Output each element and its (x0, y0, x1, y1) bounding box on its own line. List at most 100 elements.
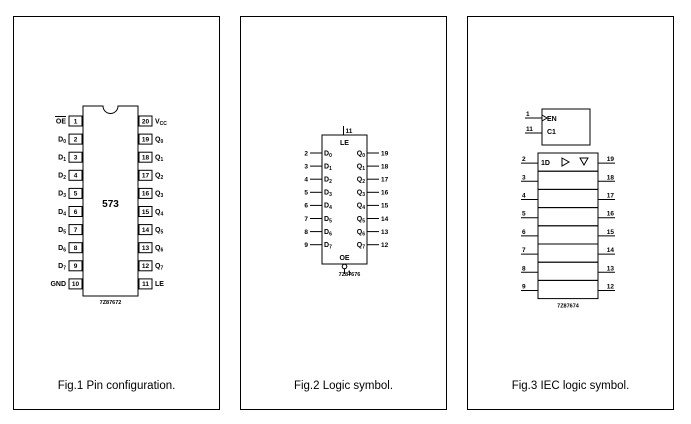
left-pin-number: 3 (74, 155, 78, 162)
drawing-code: 7Z87676 (339, 272, 361, 278)
left-pin-number: 5 (74, 191, 78, 198)
input-pin-number: 4 (522, 193, 526, 200)
output-pin-number: 19 (381, 150, 389, 157)
output-pin-number: 13 (381, 229, 389, 236)
output-name: Q6 (357, 229, 365, 238)
right-pin-box (138, 278, 153, 290)
right-pin-name: Q1 (155, 155, 163, 164)
left-pin-box (68, 133, 83, 145)
left-pin-name: D3 (58, 191, 66, 200)
output-pin-number: 13 (607, 265, 615, 272)
input-pin-number: 6 (304, 203, 308, 210)
fig2-caption: Fig.2 Logic symbol. (293, 380, 394, 392)
le-pin-number: 11 (346, 128, 353, 135)
right-pin-name: Q5 (155, 227, 163, 236)
right-pin-name: Q7 (155, 263, 163, 272)
input-name: D5 (324, 216, 332, 225)
en-label: EN (547, 116, 557, 123)
output-pin-number: 12 (381, 242, 389, 249)
right-pin-box (138, 242, 153, 254)
output-pin-number: 15 (381, 203, 389, 210)
left-pin-number: 2 (74, 136, 78, 143)
input-name: D7 (324, 242, 332, 251)
input-name: D3 (324, 190, 332, 199)
right-pin-name: Q2 (155, 173, 163, 182)
left-pin-number: 6 (74, 209, 78, 216)
three-state-output-icon (579, 157, 589, 167)
output-name: Q2 (357, 177, 365, 186)
output-name: Q1 (357, 163, 365, 172)
left-pin-name: D5 (58, 227, 66, 236)
chip-label: 573 (102, 199, 119, 210)
right-pin-number: 15 (142, 209, 150, 216)
latch-cell (537, 225, 599, 245)
dip-package-outline (82, 105, 139, 297)
output-pin-number: 14 (607, 247, 615, 254)
right-pin-number: 13 (142, 245, 150, 252)
input-pin-number: 7 (522, 247, 526, 254)
right-pin-number: 17 (142, 173, 150, 180)
output-name: Q0 (357, 150, 365, 159)
input-pin-number: 4 (304, 177, 308, 184)
right-pin-name: Q6 (155, 245, 163, 254)
input-pin-number: 2 (304, 150, 308, 157)
oe-inversion-bubble (341, 263, 348, 270)
oe-label: OE (339, 255, 349, 262)
input-pin-number: 3 (522, 174, 526, 181)
en-pin-number: 1 (526, 111, 530, 118)
input-pin-number: 8 (522, 265, 526, 272)
left-pin-number: 10 (72, 281, 80, 288)
input-name: D2 (324, 177, 332, 186)
right-pin-number: 20 (142, 118, 150, 125)
latch-cell (537, 207, 599, 227)
left-pin-name: D7 (58, 263, 66, 272)
input-pin-number: 6 (522, 229, 526, 236)
left-pin-number: 4 (74, 173, 78, 180)
input-pin-number: 9 (522, 284, 526, 291)
output-name: Q5 (357, 216, 365, 225)
output-pin-number: 12 (607, 284, 615, 291)
left-pin-name: D1 (58, 155, 66, 164)
output-pin-number: 15 (607, 229, 615, 236)
left-pin-box (68, 278, 83, 290)
common-control-block (541, 108, 591, 146)
right-pin-number: 12 (142, 263, 150, 270)
input-pin-number: 3 (304, 163, 308, 170)
latch-cell (537, 188, 599, 209)
output-pin-number: 16 (381, 190, 389, 197)
fig3-caption: Fig.3 IEC logic symbol. (511, 380, 630, 392)
right-pin-name: VCC (155, 118, 167, 127)
left-pin-number: 9 (74, 263, 78, 270)
input-name: D1 (324, 163, 332, 172)
latch-cell (537, 261, 599, 281)
latch-cell (537, 243, 599, 263)
output-pin-number: 17 (607, 193, 615, 200)
left-pin-box (68, 242, 83, 254)
right-pin-name: Q0 (155, 136, 163, 145)
right-pin-box (138, 224, 153, 236)
left-pin-box (68, 169, 83, 181)
input-pin-number: 5 (522, 211, 526, 218)
oe-pin-number: 1 (348, 270, 352, 277)
input-pin-number: 8 (304, 229, 308, 236)
right-pin-number: 14 (142, 227, 150, 234)
output-name: Q7 (357, 242, 365, 251)
output-pin-number: 18 (381, 163, 389, 170)
right-pin-number: 11 (142, 281, 149, 288)
output-pin-number: 14 (381, 216, 389, 223)
left-pin-box (68, 115, 83, 127)
latch-cell (537, 279, 599, 300)
output-name: Q3 (357, 190, 365, 199)
input-pin-number: 9 (304, 242, 308, 249)
c1-label: C1 (547, 129, 556, 136)
latch-cell (537, 170, 599, 190)
right-pin-box (138, 151, 153, 163)
right-pin-box (138, 169, 153, 181)
left-pin-number: 8 (74, 245, 78, 252)
